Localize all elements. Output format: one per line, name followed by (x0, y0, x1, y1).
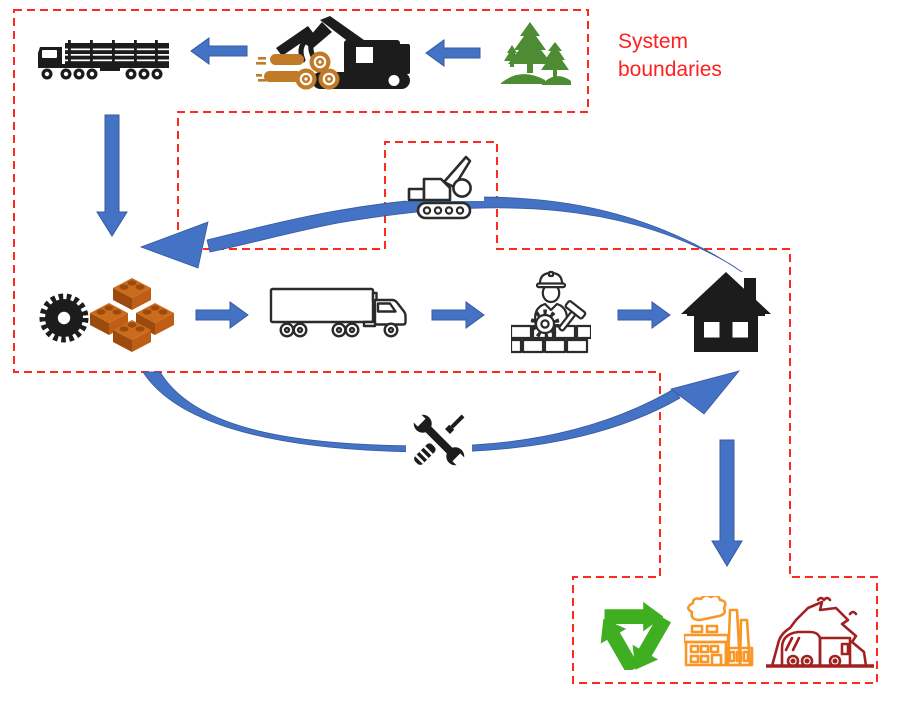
arrow-truck-down (96, 114, 128, 237)
arrow-transport-to-construction (431, 301, 485, 329)
arrow-harvest-to-truck (190, 37, 248, 65)
screwdriver (414, 414, 465, 465)
sawblade-icon (39, 293, 89, 343)
crane-icon (406, 155, 484, 220)
system-boundary-outline (13, 9, 878, 684)
house-icon (681, 272, 771, 352)
harvester-logs-icon (256, 16, 410, 90)
arrow-house-down (711, 439, 743, 567)
brick (113, 278, 151, 310)
timber-bricks-icon (90, 278, 174, 352)
arrow-forest-to-harvest (425, 39, 481, 67)
construction-worker-icon (511, 270, 591, 354)
brick (90, 303, 128, 335)
log-pile (256, 51, 340, 90)
brick (136, 303, 174, 335)
brick (113, 320, 151, 352)
landfill-icon (766, 596, 874, 668)
system-boundaries-label: System boundaries (618, 30, 722, 81)
logging-truck-icon (38, 40, 169, 80)
forest-icon (501, 22, 571, 85)
arrow-construction-to-house (617, 301, 671, 329)
transport-truck-icon (269, 287, 407, 338)
recycle-icon (600, 601, 672, 670)
maintenance-tools-icon (406, 412, 472, 468)
wrench (411, 412, 467, 468)
arrow-bricks-to-transport (195, 301, 249, 329)
maintenance-loop-arrow (142, 370, 741, 453)
factory-icon (684, 596, 754, 667)
reuse-loop-arrow (139, 196, 743, 273)
